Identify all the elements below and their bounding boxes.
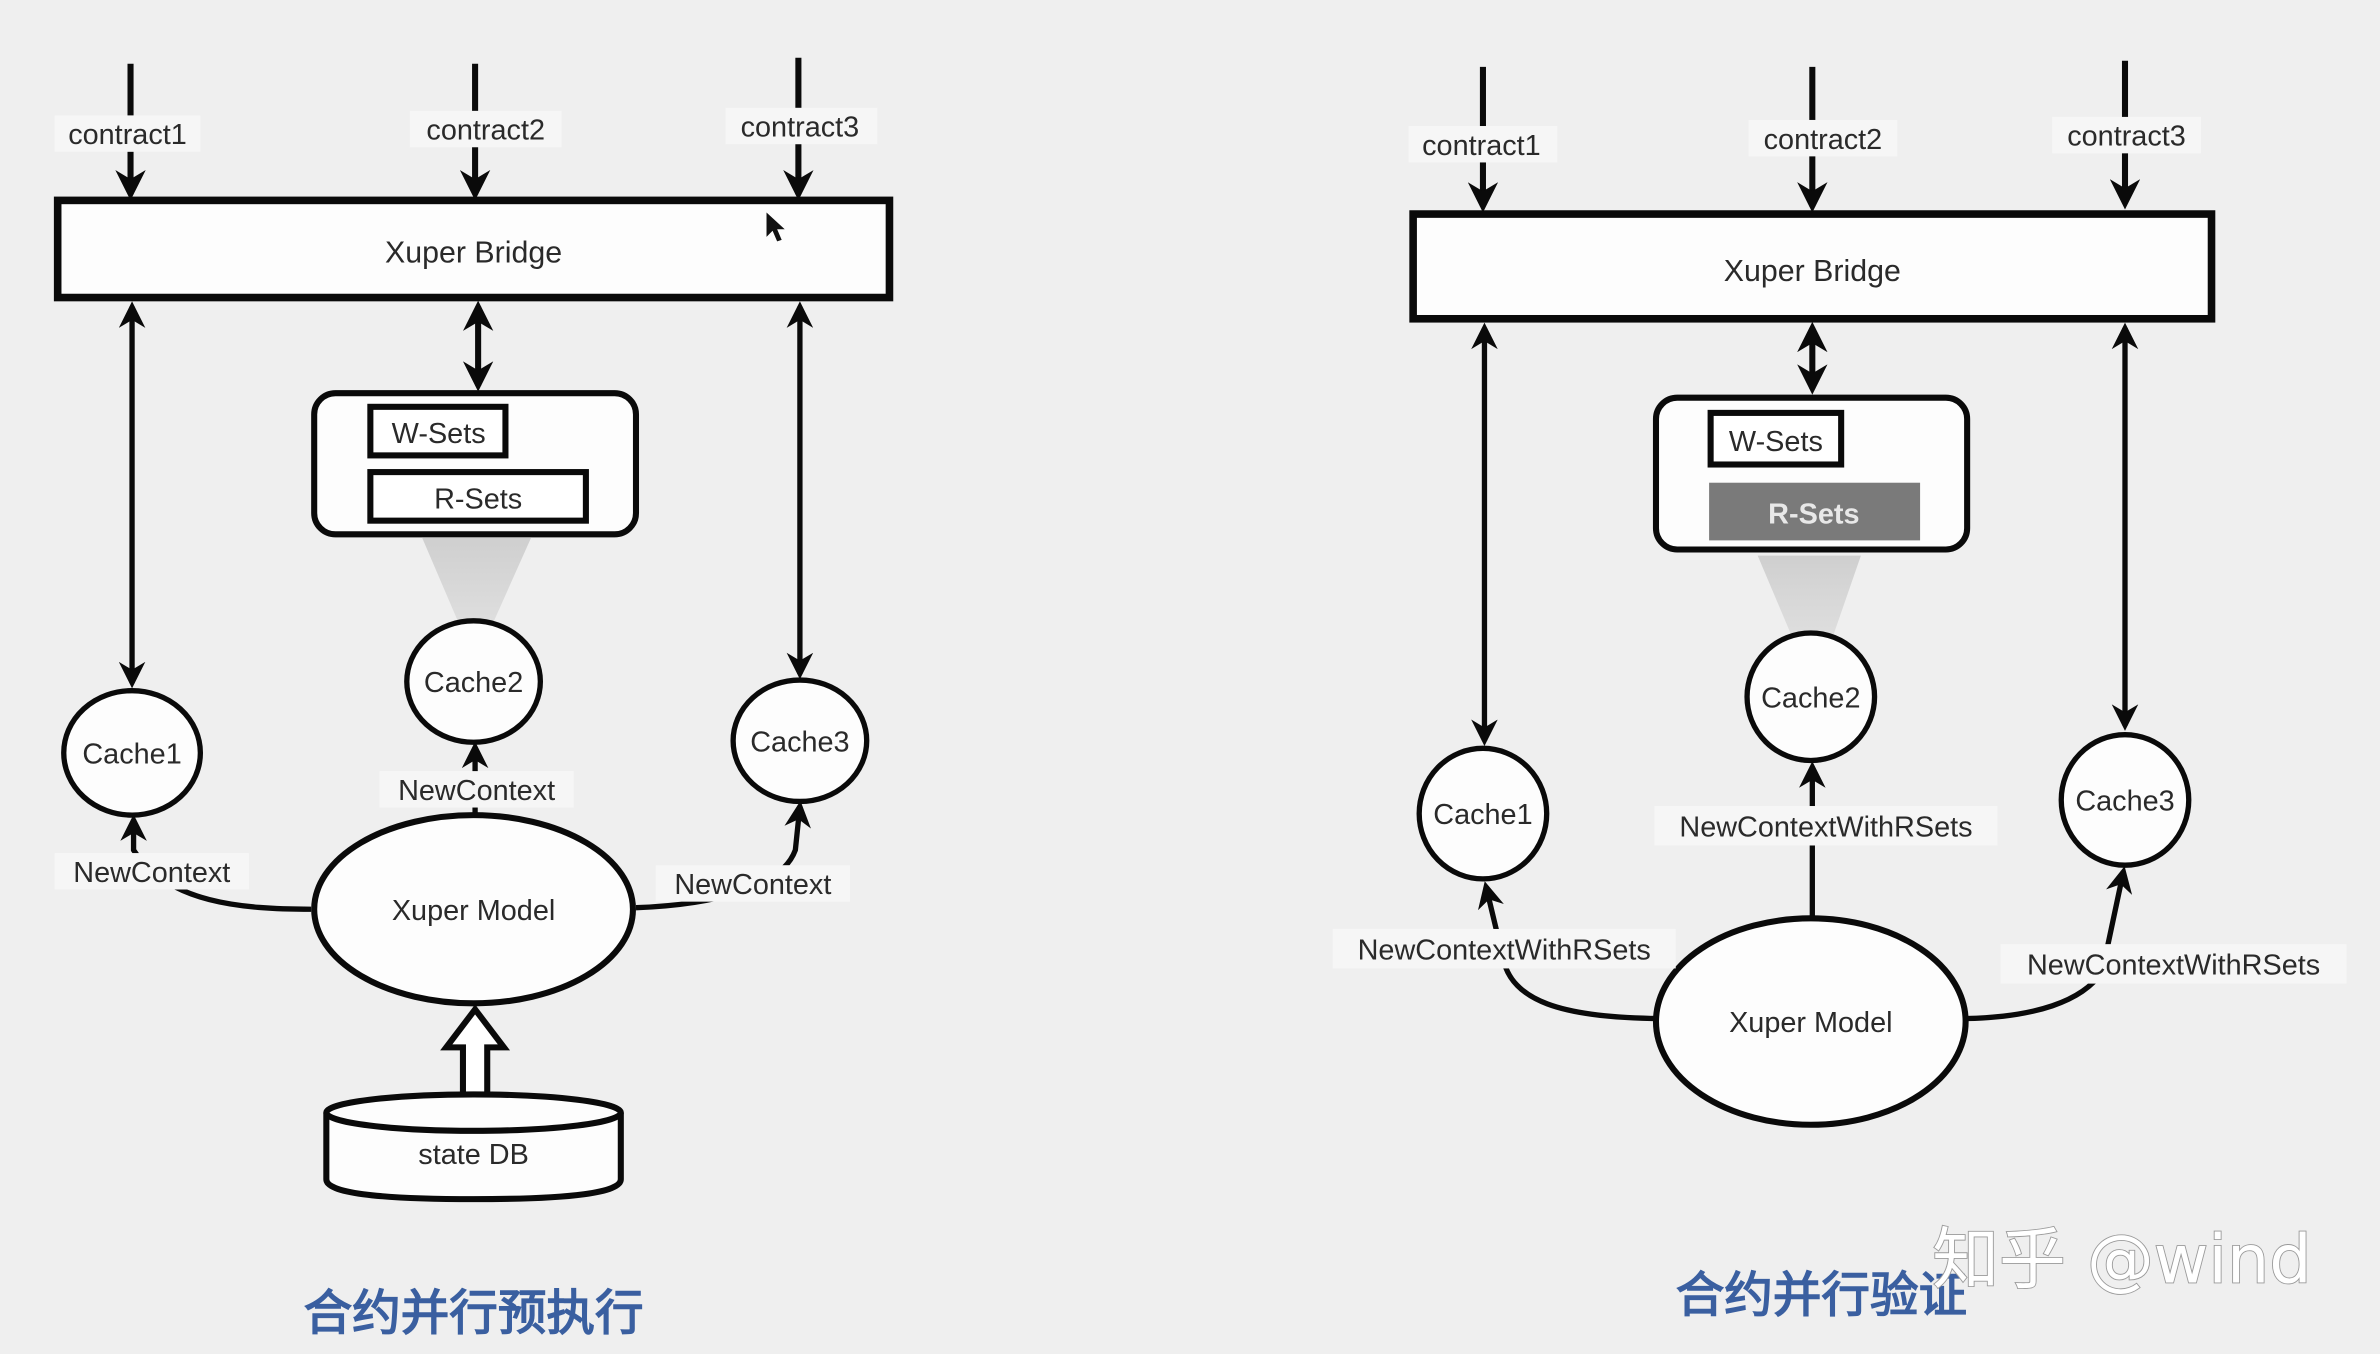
xuper-model: Xuper Model [311,812,636,1007]
cache-label: Cache3 [2075,786,2174,818]
rsets-label: R-Sets [1768,499,1859,531]
wsets-box [367,403,509,459]
caption-pre-execution: 合约并行预执行 [304,1286,644,1342]
rsets-box-highlighted [1709,482,1921,541]
contract-arrow-1: contract1 [54,63,201,201]
rw-sets-box: W-Sets R-Sets [311,390,640,538]
edge-label: NewContext [73,857,230,889]
cache-node-3: Cache3 [2058,732,2192,868]
cache-node-1: Cache1 [1416,745,1550,882]
cache-label: Cache1 [1433,799,1532,831]
cache-label: Cache1 [82,739,181,771]
rsets-label: R-Sets [434,484,522,516]
xuper-bridge: Xuper Bridge [1409,210,2216,323]
focus-cone [421,537,532,623]
cache-label: Cache3 [750,726,849,758]
edge-label: NewContextWithRSets [2027,949,2320,981]
contract-arrow-2: contract2 [409,63,562,201]
contract-label: contract3 [2067,121,2186,153]
contract-arrow-3: contract3 [725,57,878,201]
wsets-label: W-Sets [392,418,486,450]
contract-arrow-1: contract1 [1408,66,1558,213]
focus-cone [1757,555,1861,635]
cache-label: Cache2 [1761,682,1860,714]
xuper-model: Xuper Model [1652,915,1969,1128]
rw-sets-box: W-Sets R-Sets [1652,394,1971,553]
edge-label: NewContextWithRSets [1679,811,1972,843]
contract-label: contract2 [426,115,545,147]
mouse-cursor-icon [766,212,785,242]
cache-node-1: Cache1 [61,688,204,818]
state-db: state DB [323,1091,624,1203]
wsets-box [1707,409,1845,468]
edge-label: NewContextWithRSets [1358,934,1651,966]
db-to-model-arrow [440,1004,511,1099]
cache-node-2: Cache2 [404,618,544,745]
cache-label: Cache2 [424,667,523,699]
edge-label: NewContext [674,869,831,901]
model-label: Xuper Model [392,895,555,927]
diagram-pre-execution: contract1 contract2 contract3 Xuper Brid… [53,57,894,1342]
edge-label: NewContext [398,775,555,807]
bridge-label: Xuper Bridge [1724,255,1901,288]
cache-node-2: Cache2 [1744,630,1878,764]
cache-node-3: Cache3 [730,677,870,805]
db-label: state DB [418,1139,529,1171]
bridge-label: Xuper Bridge [385,237,562,270]
contract-arrow-2: contract2 [1748,66,1898,213]
contract-label: contract3 [741,112,860,144]
model-label: Xuper Model [1729,1007,1892,1039]
wsets-label: W-Sets [1729,426,1823,458]
contract-label: contract1 [68,119,187,151]
diagram-verification: contract1 contract2 contract3 Xuper Brid… [1332,60,2347,1323]
watermark: 知乎 @wind [1932,1221,2311,1299]
contract-arrow-3: contract3 [2052,60,2201,210]
contract-label: contract1 [1422,130,1541,162]
xuper-bridge: Xuper Bridge [53,196,894,302]
caption-verification: 合约并行验证 [1676,1267,1967,1323]
rsets-box [367,469,589,524]
contract-label: contract2 [1764,124,1883,156]
